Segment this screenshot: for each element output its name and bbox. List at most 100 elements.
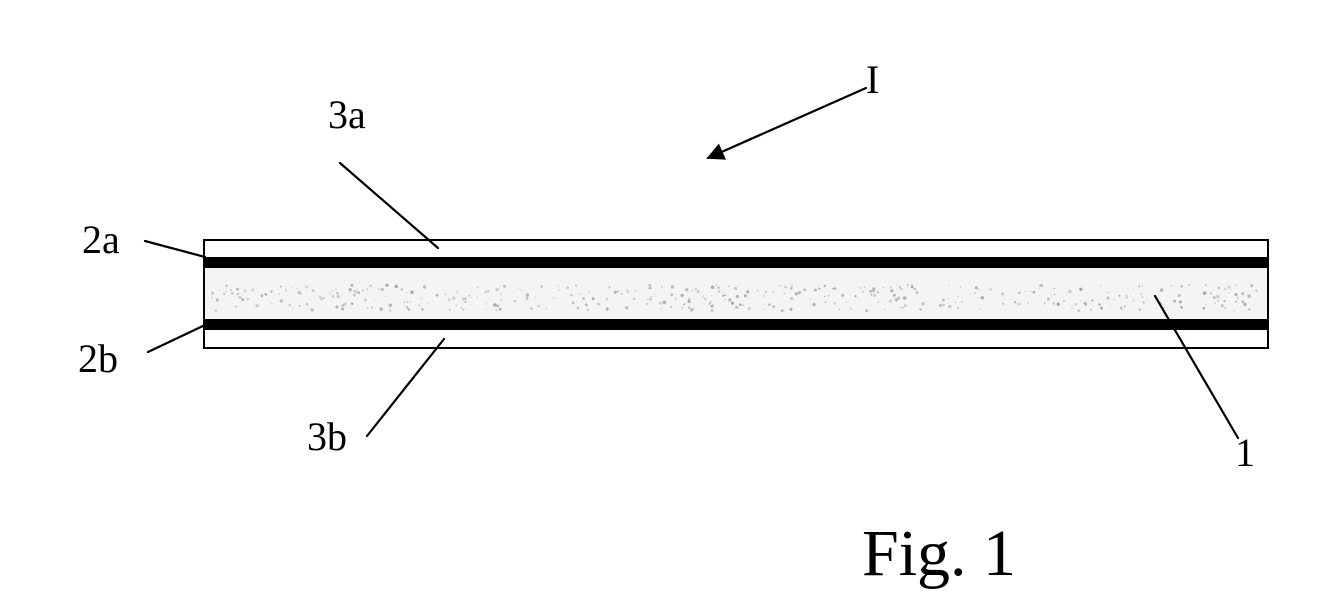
core-speckle [570,293,573,297]
core-speckle [400,287,404,291]
core-speckle [882,287,885,289]
core-speckle [873,293,877,297]
core-speckle [1077,309,1081,313]
core-speckle [1243,302,1247,307]
core-speckle [824,301,827,304]
core-speckle [456,290,459,293]
core-speckle [1162,303,1164,306]
core-speckle [954,301,956,304]
electrode-layer-top [204,257,1268,268]
core-speckle [1224,287,1227,291]
core-speckle [513,299,517,303]
core-speckle [519,310,521,312]
core-speckle [1180,284,1184,288]
core-speckle [579,293,581,295]
core-speckle [584,303,588,307]
core-speckle [646,302,649,305]
core-speckle [859,288,861,290]
core-speckle [669,305,673,308]
core-speckle [554,297,556,299]
core-speckle [735,294,739,299]
core-speckle [756,290,759,292]
core-speckle [409,301,412,303]
core-speckle [1050,295,1053,297]
core-speckle [1091,299,1094,302]
core-speckle [896,296,901,300]
leader-3b [365,337,446,438]
core-speckle [403,304,405,307]
core-speckle [361,289,365,292]
core-speckle [649,297,652,301]
core-speckle [468,295,471,297]
core-speckle [418,304,421,307]
core-speckle [264,293,267,296]
core-speckle [980,296,985,300]
core-speckle [989,288,993,291]
leader-2a [143,239,207,259]
core-speckle [772,306,775,308]
core-speckle [794,292,798,296]
core-speckle [331,295,335,298]
core-speckle [1024,291,1026,293]
core-speckle [608,286,611,289]
core-speckle [311,288,315,293]
core-speckle [763,308,766,311]
core-speckle [462,308,465,311]
core-speckle [1141,284,1144,287]
core-speckle [687,300,691,304]
core-speckle [331,290,333,292]
core-speckle [1142,301,1145,304]
core-speckle [1018,291,1021,295]
core-speckle [558,289,560,291]
core-speckle [812,302,816,307]
core-speckle [870,293,873,296]
core-speckle [701,295,704,298]
core-speckle [251,288,255,292]
core-speckle [499,293,502,296]
core-speckle [551,296,553,298]
core-speckle [710,308,714,313]
core-speckle [911,284,913,286]
core-speckle [385,295,387,298]
core-speckle [452,296,456,300]
core-speckle [341,307,344,311]
core-speckle [1159,288,1164,292]
core-speckle [305,302,309,306]
core-speckle [1046,297,1050,301]
core-speckle [1043,303,1046,305]
core-speckle [235,305,238,308]
core-speckle [403,301,406,303]
core-speckle [780,309,784,313]
core-speckle [689,308,694,312]
core-speckle [728,298,732,302]
core-speckle [661,286,663,288]
leader-3a [338,161,440,250]
core-speckle [493,303,497,307]
core-speckle [633,298,636,300]
core-speckle [722,294,725,297]
core-speckle [236,292,240,296]
core-speckle [711,295,713,297]
core-speckle [793,299,795,301]
core-speckle [1216,299,1219,302]
core-speckle [833,302,837,305]
core-speckle [1212,295,1216,300]
core-speckle [271,289,273,291]
core-speckle [884,308,886,311]
core-speckle [498,307,502,311]
core-speckle [708,303,711,305]
core-speckle [845,301,847,303]
core-speckle [464,297,468,300]
core-speckle [1074,303,1078,306]
core-speckle [810,299,812,301]
core-speckle [831,287,834,290]
core-speckle [354,290,358,294]
core-speckle [674,298,677,300]
core-speckle [1180,305,1183,309]
core-speckle [977,297,979,299]
core-speckle [1216,294,1220,299]
core-speckle [517,287,520,289]
core-speckle [1247,294,1251,298]
core-speckle [1250,284,1254,288]
core-speckle [1118,294,1121,297]
